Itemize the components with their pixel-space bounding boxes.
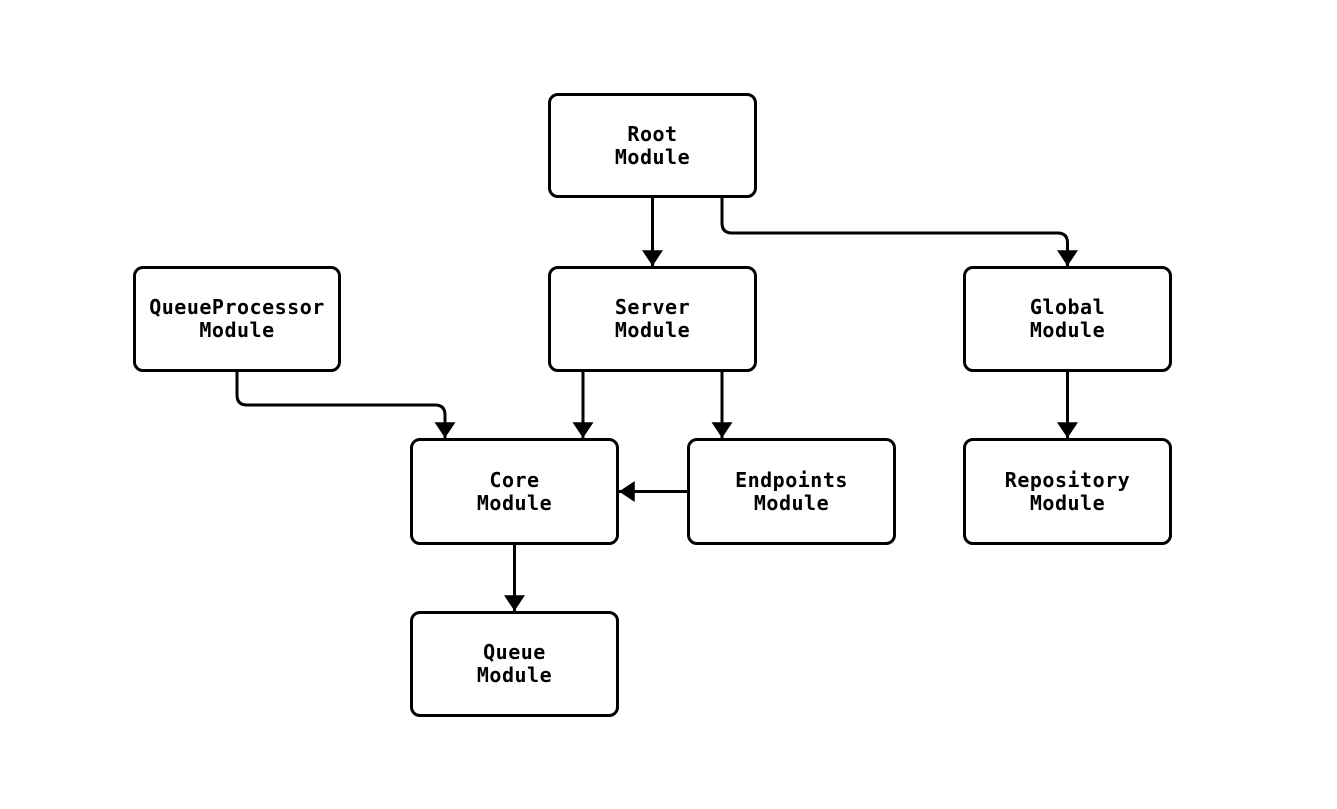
node-label-line: Endpoints xyxy=(735,467,848,492)
node-label-line: Module xyxy=(1029,318,1106,342)
node-label-line: Module xyxy=(753,490,830,515)
node-label-line: Module xyxy=(614,144,691,169)
node-label-line: Module xyxy=(1029,490,1106,515)
node-label-line: Core xyxy=(489,467,540,492)
node-label-line: Queue xyxy=(483,640,546,664)
node-label-line: Module xyxy=(476,490,553,515)
edge-queueprocessor-to-core xyxy=(235,372,456,438)
node-label-line: Repository xyxy=(1004,467,1131,492)
node-label-line: Server xyxy=(614,295,691,319)
node-label-line: Module xyxy=(476,663,553,687)
edge-root-to-global xyxy=(720,198,1078,266)
node-label-line: Root xyxy=(627,121,678,146)
node-label-line: Module xyxy=(199,318,275,342)
node-label-line: Global xyxy=(1029,295,1106,319)
node-label-line: Module xyxy=(614,318,691,342)
node-label-line: QueueProcessor xyxy=(149,295,325,319)
